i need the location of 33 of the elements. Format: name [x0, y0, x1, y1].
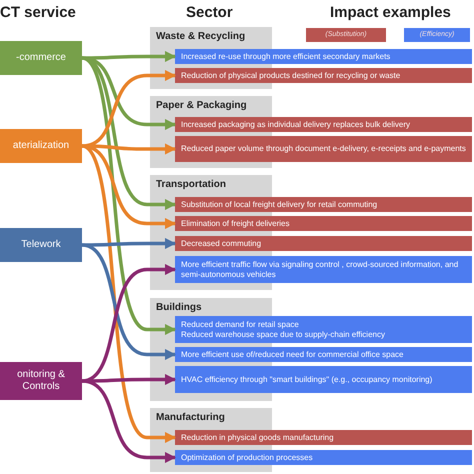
arrow: [82, 379, 176, 464]
impact-bar: More efficient traffic flow via signaling control , crowd-sourced information, and semi-autonomous vehicles: [175, 256, 472, 283]
sector-heading: Waste & Recycling: [156, 30, 246, 44]
arrow: [82, 243, 176, 360]
arrow: [82, 238, 176, 250]
service-box: -commerce: [0, 41, 82, 75]
sector-heading: Manufacturing: [156, 411, 225, 425]
sector-heading: Transportation: [156, 178, 226, 192]
column-heading: Impact examples: [330, 3, 451, 23]
impact-bar: HVAC efficiency through "smart buildings" (e.g., occupancy monitoring): [175, 366, 472, 393]
impact-bar: Elimination of freight deliveries: [175, 216, 472, 231]
impact-bar: Reduction of physical products destined for recycling or waste: [175, 68, 472, 83]
impact-bar: Reduced paper volume through document e-delivery, e-receipts and e-payments: [175, 136, 472, 162]
service-box: aterialization: [0, 129, 82, 163]
arrow: [82, 50, 176, 62]
impact-bar: More efficient use of/reduced need for commercial office space: [175, 347, 472, 362]
arrow: [81, 56, 176, 336]
service-box: onitoring & Controls: [0, 362, 82, 400]
arrow: [81, 144, 176, 444]
sector-heading: Buildings: [156, 301, 202, 315]
service-box: Telework: [0, 228, 82, 262]
impact-bar: Substitution of local freight delivery for retail commuting: [175, 197, 472, 212]
impact-bar: Reduced demand for retail space Reduced warehouse space due to supply-chain efficiency: [175, 316, 472, 343]
impact-bar: Decreased commuting: [175, 236, 472, 251]
column-heading: CT service: [0, 3, 76, 23]
impact-bar: Increased packaging as individual delivery replaces bulk delivery: [175, 117, 472, 132]
sector-heading: Paper & Packaging: [156, 99, 247, 113]
impact-bar: Reduction in physical goods manufacturing: [175, 430, 472, 445]
sector-panel: [150, 27, 472, 89]
arrow: [82, 374, 176, 386]
column-heading: Sector: [186, 3, 233, 23]
impact-bar: Increased re-use through more efficient secondary markets: [175, 49, 472, 64]
impact-bar: Optimization of production processes: [175, 450, 472, 465]
